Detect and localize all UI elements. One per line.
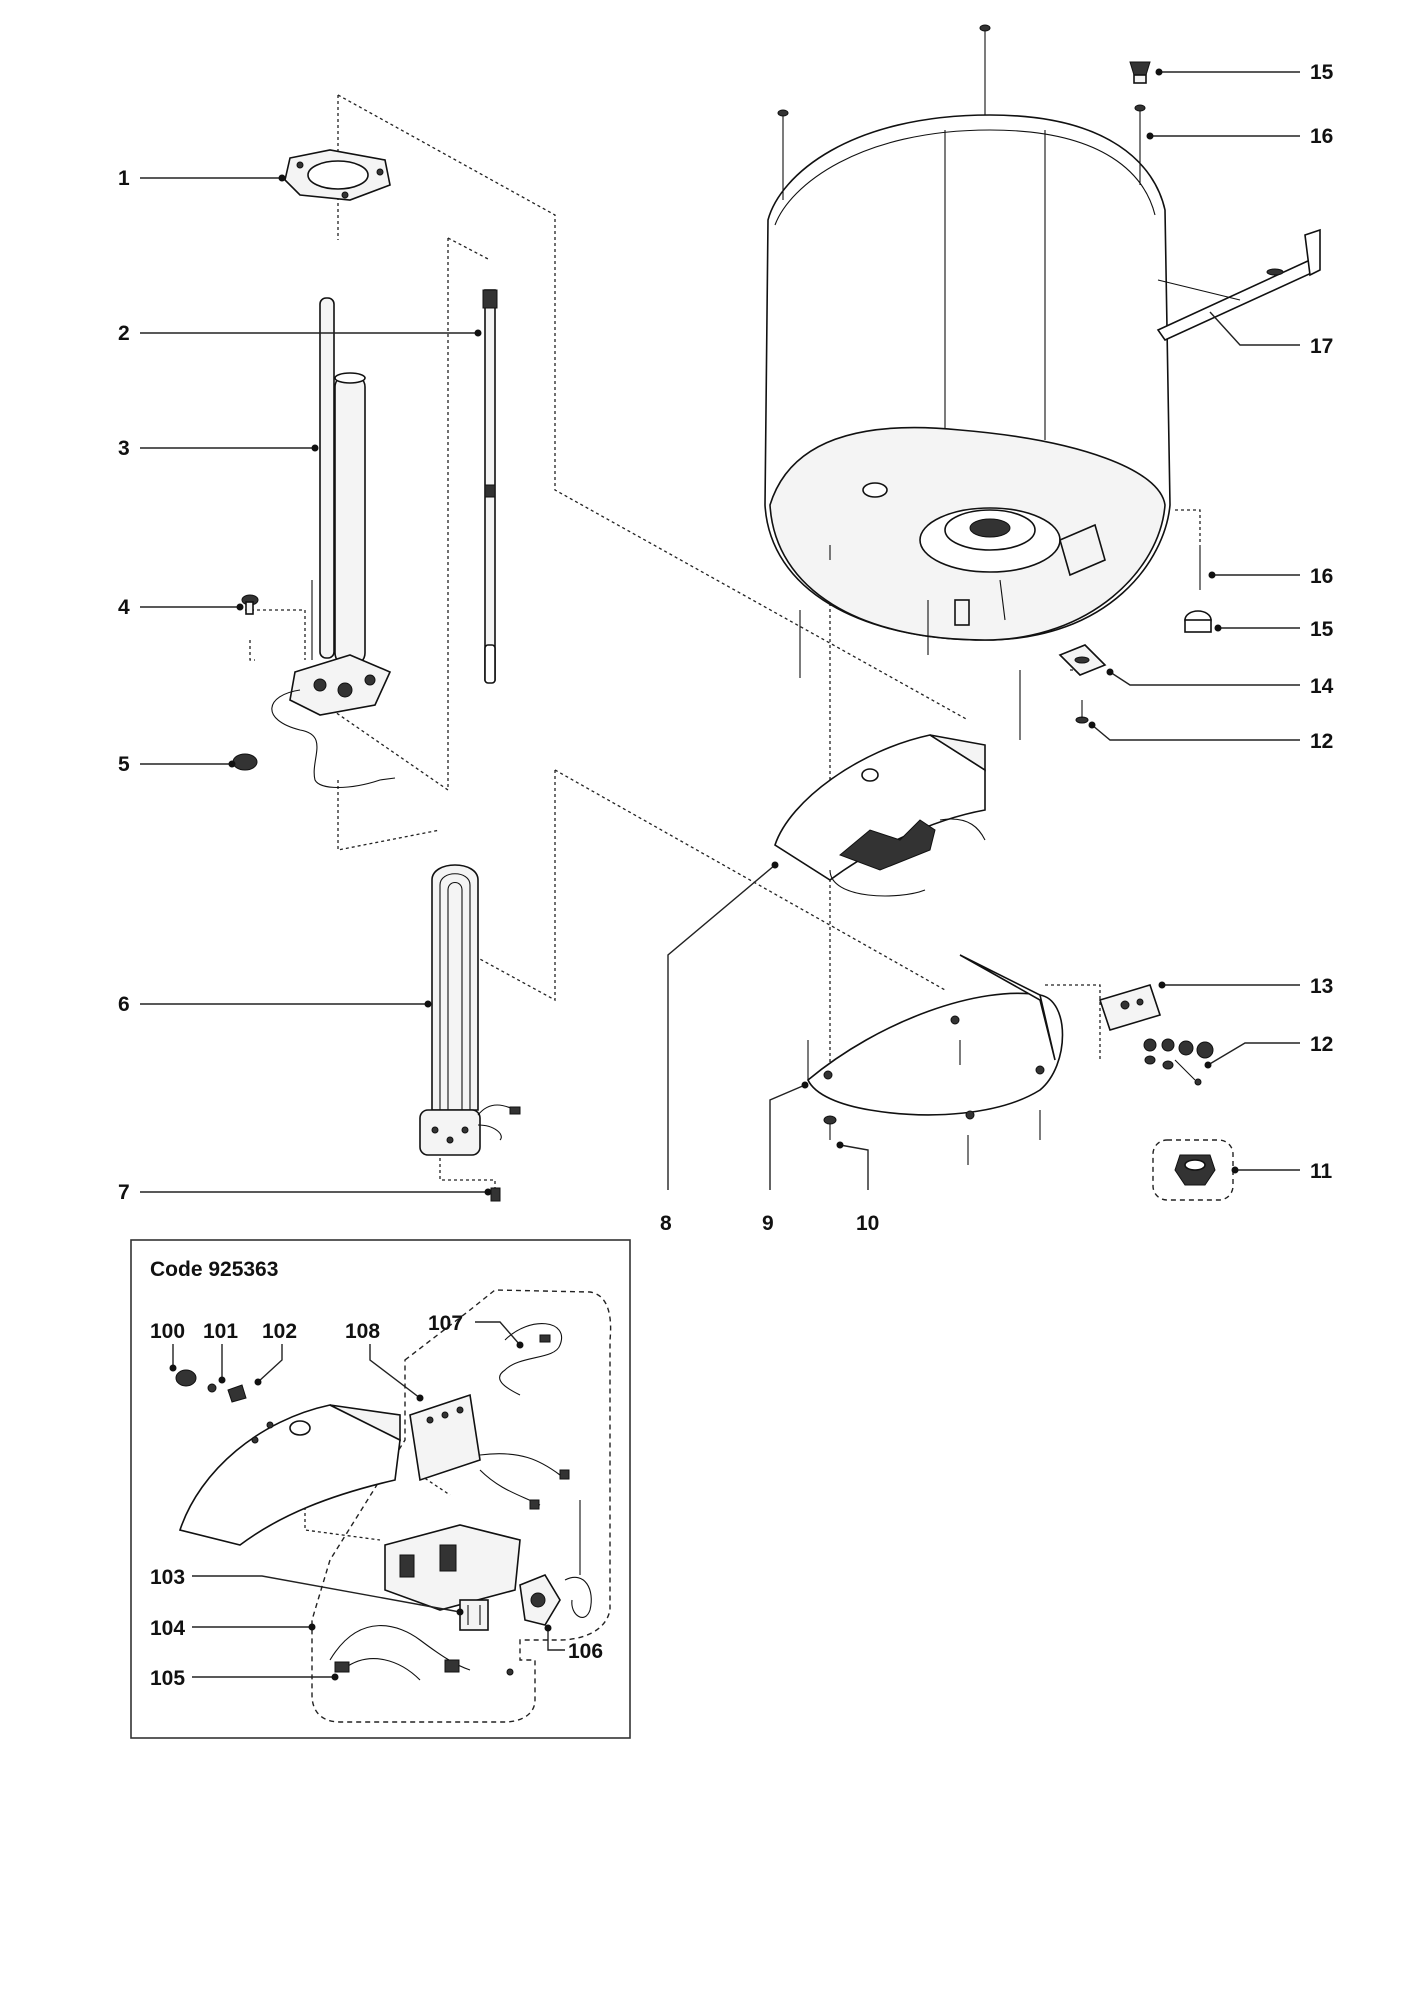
part-sheath-tubes xyxy=(311,297,366,666)
label-13: 13 xyxy=(1310,975,1333,998)
label-17: 17 xyxy=(1310,335,1333,358)
part-bottom-cover xyxy=(807,954,1064,1165)
label-7: 7 xyxy=(118,1181,130,1204)
tank-screws xyxy=(777,24,1201,740)
part-grommet-top xyxy=(1129,61,1151,84)
water-heater-tank xyxy=(764,114,1171,641)
part-small-screw xyxy=(490,1187,501,1202)
part-flange-plate xyxy=(271,654,396,788)
part-control-housing xyxy=(774,734,986,897)
label-107: 107 xyxy=(428,1312,463,1335)
label-16-bottom: 16 xyxy=(1310,565,1333,588)
label-5: 5 xyxy=(118,753,130,776)
part-screw-12-upper xyxy=(1075,700,1089,724)
label-103: 103 xyxy=(150,1566,185,1589)
label-15-bottom: 15 xyxy=(1310,618,1334,641)
label-1: 1 xyxy=(118,167,130,190)
label-15-top: 15 xyxy=(1310,61,1334,84)
part-103-terminal xyxy=(459,1599,489,1631)
label-2: 2 xyxy=(118,322,130,345)
label-10: 10 xyxy=(856,1212,879,1235)
label-9: 9 xyxy=(762,1212,774,1235)
part-108-circuit-board xyxy=(409,1393,481,1482)
label-8: 8 xyxy=(660,1212,672,1235)
part-100-knob xyxy=(175,1369,197,1387)
label-12-upper: 12 xyxy=(1310,730,1333,753)
part-terminal-plate xyxy=(1098,984,1214,1070)
callout-labels: 1 2 3 4 5 6 7 8 9 10 11 12 12 13 14 15 1… xyxy=(118,61,1334,1235)
part-fitting-box xyxy=(1152,1139,1234,1201)
part-screw-12-lower xyxy=(1174,1059,1202,1086)
label-100: 100 xyxy=(150,1320,185,1343)
part-cover-screw xyxy=(823,1115,837,1140)
label-101: 101 xyxy=(203,1320,238,1343)
label-104: 104 xyxy=(150,1617,185,1640)
part-screw xyxy=(241,594,259,615)
label-4: 4 xyxy=(118,596,130,619)
label-14: 14 xyxy=(1310,675,1334,698)
label-11: 11 xyxy=(1310,1160,1333,1183)
label-105: 105 xyxy=(150,1667,185,1690)
part-wall-bracket xyxy=(1156,228,1321,342)
inset-kit-panel: Code 925363 xyxy=(130,1239,631,1739)
part-knob xyxy=(1184,610,1212,633)
part-107-cable xyxy=(499,1323,563,1396)
part-heating-element xyxy=(419,864,521,1156)
label-3: 3 xyxy=(118,437,130,460)
part-anode-rod xyxy=(482,289,498,684)
part-101-washer xyxy=(207,1383,217,1393)
part-cap-nut xyxy=(232,753,258,771)
part-105-connector xyxy=(334,1661,350,1673)
part-gasket xyxy=(284,149,391,201)
part-102-button xyxy=(227,1384,247,1403)
inset-code-title: Code 925363 xyxy=(150,1258,278,1281)
leader-lines xyxy=(140,68,1300,1196)
label-108: 108 xyxy=(345,1320,380,1343)
label-12-lower: 12 xyxy=(1310,1033,1333,1056)
label-102: 102 xyxy=(262,1320,297,1343)
label-16-top: 16 xyxy=(1310,125,1333,148)
label-6: 6 xyxy=(118,993,130,1016)
label-106: 106 xyxy=(568,1640,603,1663)
part-bracket-clip xyxy=(1058,644,1107,676)
